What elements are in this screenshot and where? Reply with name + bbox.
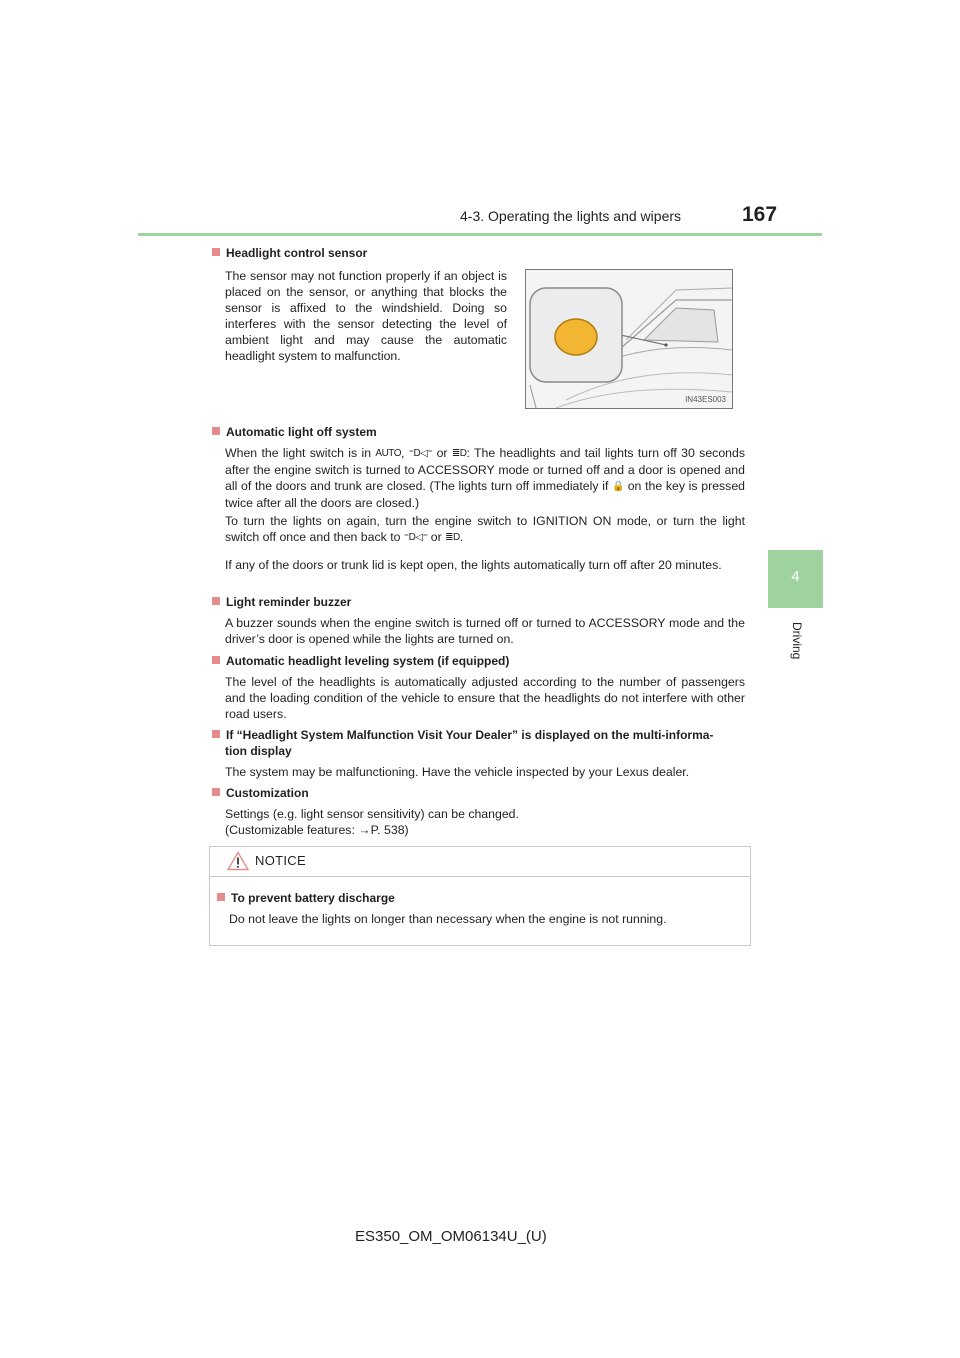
malfunction-text: The system may be malfunctioning. Have t…: [225, 765, 690, 779]
heading-customization: Customization: [212, 786, 309, 800]
headlight-icon: ≣D: [451, 448, 467, 459]
lock-icon: 🔒: [612, 481, 625, 492]
header-divider: [138, 233, 822, 236]
notice-box: NOTICE To prevent battery discharge Do n…: [209, 846, 751, 946]
windshield-sensor-drawing: [526, 270, 732, 408]
bullet-square-icon: [212, 597, 220, 605]
notice-header: NOTICE: [210, 847, 750, 877]
customization-line-1: Settings (e.g. light sensor sensitivity)…: [225, 807, 519, 821]
document-code: ES350_OM_OM06134U_(U): [355, 1228, 547, 1245]
tail-light-icon: ⁼D◁⁼: [403, 532, 428, 543]
notice-heading: To prevent battery discharge: [217, 891, 395, 905]
figure-code: IN43ES003: [685, 395, 726, 404]
bullet-square-icon: [212, 656, 220, 664]
auto-light-off-p1: When the light switch is in AUTO, ⁼D◁⁼ o…: [225, 446, 746, 510]
page-number: 167: [742, 203, 778, 226]
chapter-label-wrap: Driving: [788, 622, 808, 682]
heading-malfunction: If “Headlight System Malfunction Visit Y…: [212, 728, 713, 742]
notice-text: Do not leave the lights on longer than n…: [229, 912, 667, 926]
bullet-square-icon: [212, 730, 220, 738]
warning-triangle-icon: [227, 851, 249, 871]
auto-light-off-p3: If any of the doors or trunk lid is kept…: [225, 558, 722, 572]
heading-headlight-sensor: Headlight control sensor: [212, 246, 367, 260]
heading-malfunction-cont: tion display: [225, 744, 292, 758]
chapter-tab: [768, 550, 823, 608]
bullet-square-icon: [212, 427, 220, 435]
section-title: 4-3. Operating the lights and wipers: [460, 208, 682, 224]
headlight-sensor-text: The sensor may not function properly if …: [225, 269, 507, 363]
leveling-text: The level of the headlights is automatic…: [225, 675, 745, 721]
bullet-square-icon: [217, 893, 225, 901]
chapter-number: 4: [791, 568, 800, 585]
bullet-square-icon: [212, 248, 220, 256]
sensor-illustration: IN43ES003: [525, 269, 733, 409]
auto-light-off-p2: To turn the lights on again, turn the en…: [225, 514, 745, 544]
auto-mode-icon: AUTO: [375, 448, 402, 459]
heading-reminder-buzzer: Light reminder buzzer: [212, 595, 351, 609]
headlight-icon: ≣D: [445, 532, 460, 543]
heading-auto-light-off: Automatic light off system: [212, 425, 377, 439]
tail-light-icon: ⁼D◁⁼: [408, 448, 433, 459]
heading-leveling: Automatic headlight leveling system (if …: [212, 654, 509, 668]
notice-title: NOTICE: [255, 853, 306, 868]
reminder-text: A buzzer sounds when the engine switch i…: [225, 616, 745, 646]
customization-line-2: (Customizable features: →P. 538): [225, 823, 409, 837]
chapter-label: Driving: [790, 622, 804, 660]
bullet-square-icon: [212, 788, 220, 796]
